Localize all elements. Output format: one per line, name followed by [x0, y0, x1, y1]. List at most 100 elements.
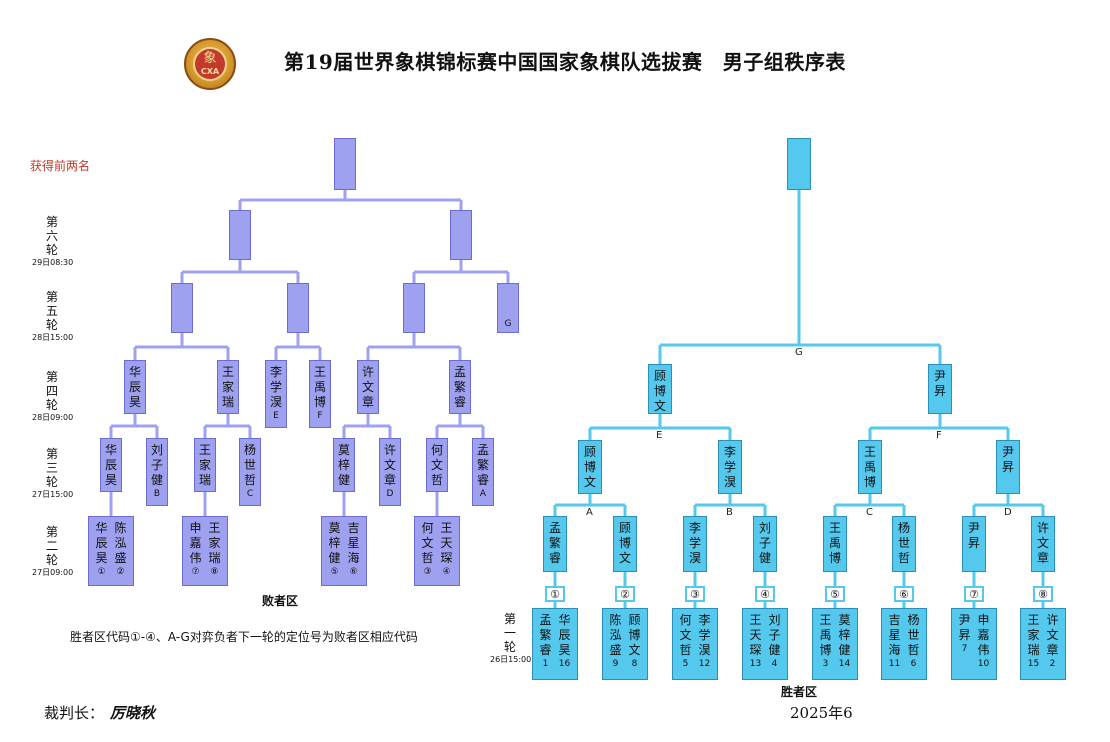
seat-number: ①: [545, 586, 565, 602]
slot-code: C: [246, 489, 254, 499]
player-name: 吉星海: [888, 613, 901, 657]
seed-mark: 8: [631, 659, 638, 669]
seed-mark: ③: [423, 567, 432, 577]
player-name: 莫梓健: [838, 613, 851, 657]
round-name-char: 一: [503, 626, 516, 640]
player-name: 孟繁睿: [453, 365, 466, 409]
seed-mark: 15: [1027, 659, 1040, 669]
player-name: 王家瑞: [221, 365, 234, 409]
player-column: 王家瑞 15: [1027, 613, 1041, 670]
player-name: 王禹博: [863, 445, 876, 489]
winner-r3-node: 王禹博: [858, 440, 882, 494]
round-time: 28日09:00: [32, 413, 74, 422]
round-name-char: 第: [45, 215, 58, 229]
round-name-char: 轮: [45, 398, 58, 412]
winner-r2-node: 许文章: [1031, 516, 1055, 572]
player-name: 王禹博: [313, 365, 326, 409]
seat-number: ②: [615, 586, 635, 602]
seed-mark: ⑤: [330, 567, 339, 577]
loser-r6-slot: [229, 210, 251, 260]
round-time: 29日08:30: [32, 258, 74, 267]
winner-final-slot: [787, 138, 811, 190]
player-name: 孟繁睿: [539, 613, 552, 657]
seed-mark: ⑥: [349, 567, 358, 577]
round-time: 28日15:00: [32, 333, 74, 342]
player-column: 何文哲 ③: [421, 521, 435, 578]
round-name-char: 第: [45, 370, 58, 384]
player-name: 何文哲: [421, 521, 434, 565]
winner-r3-node: 尹昇: [996, 440, 1020, 494]
seat-number: ④: [755, 586, 775, 602]
seed-mark: 12: [698, 659, 711, 669]
round-name-char: 五: [45, 304, 58, 318]
loser-r3-node: 华辰昊: [100, 438, 122, 492]
seat-number: ⑥: [894, 586, 914, 602]
player-name: 王家瑞: [1027, 613, 1040, 657]
player-name: 孟繁睿: [476, 443, 489, 487]
issue-date: 2025年6: [790, 704, 853, 722]
seed-mark: 14: [838, 659, 851, 669]
seed-mark: 3: [822, 659, 829, 669]
slot-code: A: [479, 489, 487, 499]
round-name-char: 四: [45, 384, 58, 398]
player-name: 尹昇: [933, 369, 946, 398]
player-name: 许文章: [383, 443, 396, 487]
slot-code: B: [153, 489, 161, 499]
winner-r2-node: 李学淏: [683, 516, 707, 572]
winner-code-g: G: [795, 347, 803, 358]
player-name: 申嘉伟: [189, 521, 202, 565]
loser-r3-node: 莫梓健: [333, 438, 355, 492]
winner-code-a: A: [586, 507, 593, 518]
player-name: 何文哲: [679, 613, 692, 657]
round-name-char: 轮: [45, 243, 58, 257]
seed-mark: 5: [682, 659, 689, 669]
player-name: 李学淏: [269, 365, 282, 409]
referee-line: 裁判长：厉晓秋: [44, 702, 155, 723]
cxa-logo: 象 CXA: [184, 38, 236, 90]
player-column: 莫梓健 14: [838, 613, 852, 670]
referee-label: 裁判长：: [44, 704, 105, 722]
loser-r3-node: 孟繁睿 A: [472, 438, 494, 506]
winner-r2-node: 王禹博: [823, 516, 847, 572]
seed-mark: ②: [116, 567, 125, 577]
legend-note: 胜者区代码①-④、A-G对弈负者下一轮的定位号为败者区相应代码: [70, 630, 418, 644]
round-name-char: 六: [45, 229, 58, 243]
player-name: 许文章: [1046, 613, 1059, 657]
player-name: 尹昇: [1001, 445, 1014, 474]
player-name: 顾博文: [628, 613, 641, 657]
player-name: 王家瑞: [208, 521, 221, 565]
player-name: 杨世哲: [907, 613, 920, 657]
seed-mark: 13: [749, 659, 762, 669]
seed-mark: 16: [558, 659, 571, 669]
slot-code: F: [317, 411, 323, 421]
player-name: 孟繁睿: [548, 521, 561, 565]
winner-r2-node: 刘子健: [753, 516, 777, 572]
slot-code: D: [386, 489, 394, 499]
winner-r4-node: 尹昇: [928, 364, 952, 414]
winner-r4-node: 顾博文: [648, 364, 672, 414]
player-name: 何文哲: [430, 443, 443, 487]
loser-r4-node: 许文章: [357, 360, 379, 414]
loser-r5-slot: G: [497, 283, 519, 333]
seed-mark: 7: [961, 644, 968, 654]
player-name: 华辰昊: [104, 443, 117, 487]
player-name: 华辰昊: [128, 365, 141, 409]
